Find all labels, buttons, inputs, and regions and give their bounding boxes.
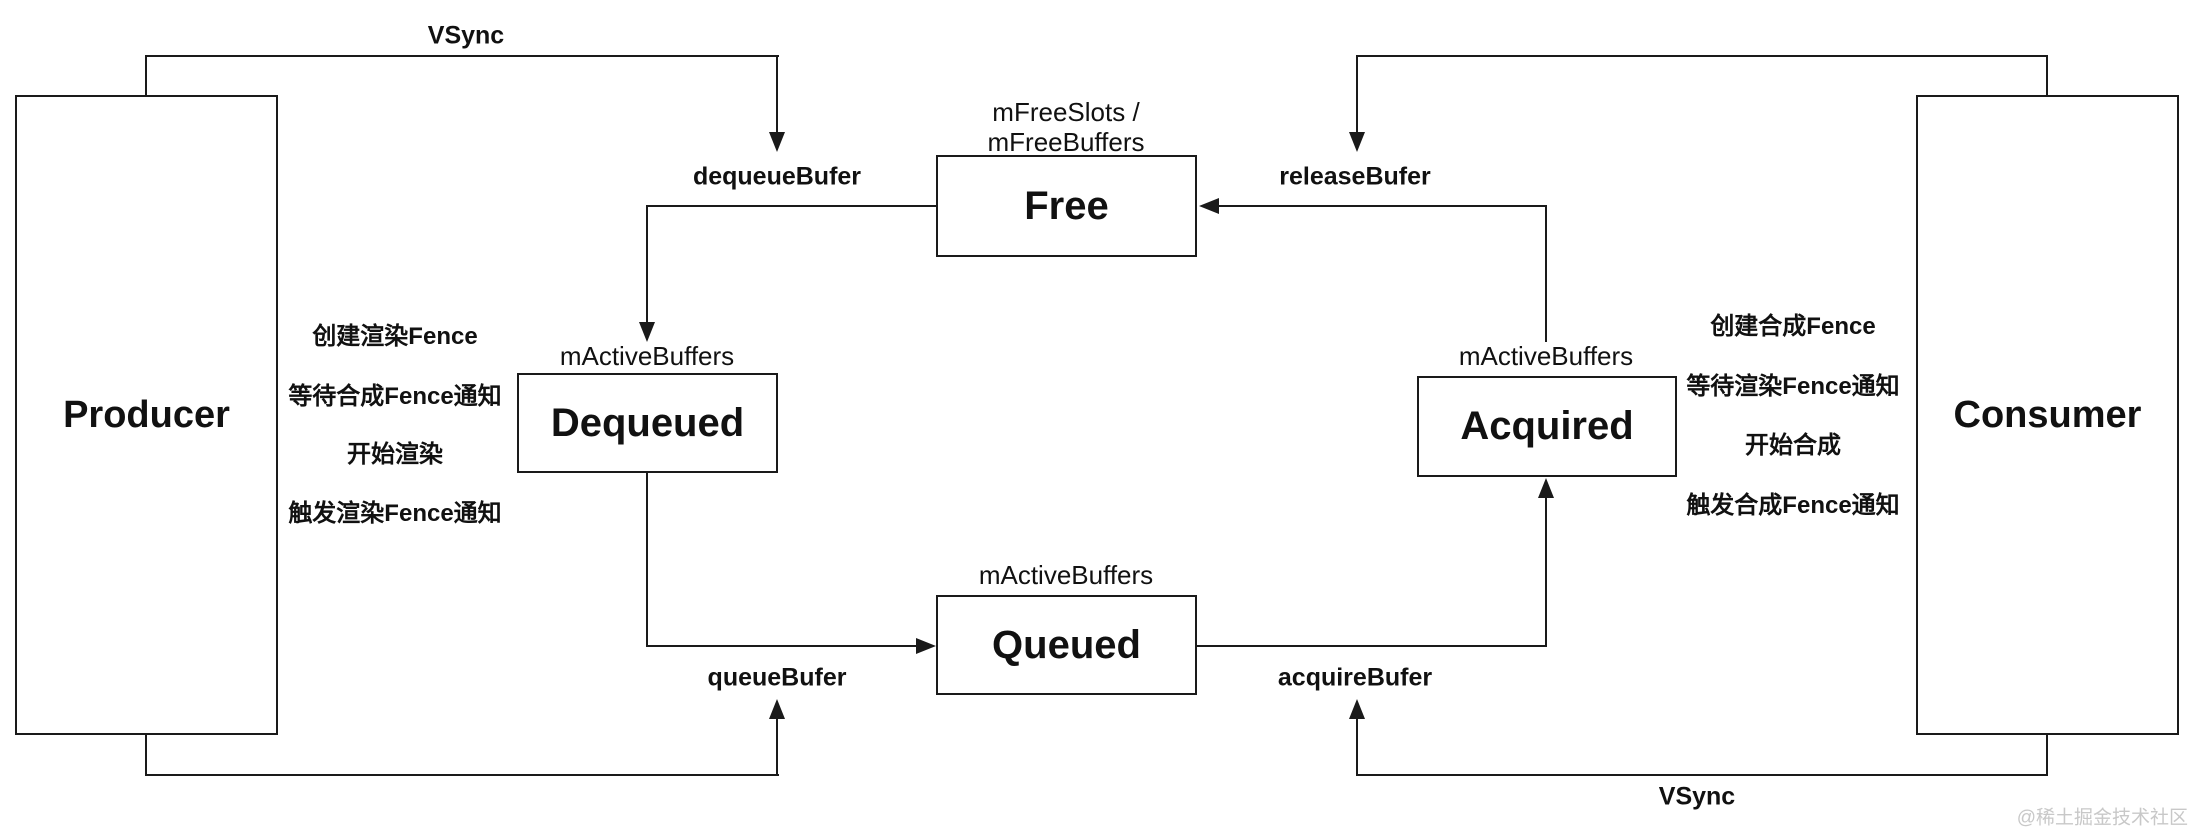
- producer-step: 创建渲染Fence: [312, 323, 478, 351]
- state-box-queued: Queued: [936, 595, 1197, 695]
- state-box-acquired: Acquired: [1417, 376, 1677, 477]
- edge-producer-bottom-segment: [776, 719, 778, 775]
- acquirebufer-label: acquireBufer: [1277, 663, 1433, 692]
- vsync-top-label: VSync: [427, 21, 505, 50]
- edge-acquired-to-free-segment: [1219, 205, 1547, 207]
- queuebufer-label: queueBufer: [707, 663, 847, 692]
- queued-caption: mActiveBuffers: [978, 560, 1154, 591]
- edge-vsync-top-left-segment: [145, 56, 147, 95]
- releasebufer-label: releaseBufer: [1279, 162, 1431, 191]
- arrowhead-up-acquirebufer: [1349, 699, 1365, 719]
- edge-acquired-to-free-segment: [1545, 206, 1547, 342]
- edge-consumer-top-segment: [2046, 56, 2048, 95]
- watermark: @稀土掘金技术社区: [2016, 807, 2188, 829]
- consumer-step: 创建合成Fence: [1710, 313, 1876, 341]
- edge-dequeued-to-queued-segment: [646, 473, 648, 647]
- consumer-step: 开始合成: [1745, 432, 1841, 460]
- edge-producer-bottom-segment: [145, 774, 779, 776]
- state-label-free: Free: [1024, 183, 1109, 228]
- arrowhead-right-to-queued: [916, 638, 936, 654]
- acquired-caption: mActiveBuffers: [1458, 341, 1634, 372]
- arrowhead-up-to-acquired: [1538, 478, 1554, 498]
- free-caption-line1: mFreeSlots /: [992, 97, 1140, 127]
- dequeuebufer-label: dequeueBufer: [692, 162, 862, 191]
- arrowhead-down-releasebufer: [1349, 132, 1365, 152]
- edge-queued-to-acquired-segment: [1545, 498, 1547, 647]
- edge-queued-to-acquired-segment: [1197, 645, 1547, 647]
- edge-free-to-dequeued-segment: [646, 206, 648, 324]
- producer-label: Producer: [63, 393, 230, 436]
- arrowhead-left-to-free: [1199, 198, 1219, 214]
- state-label-acquired: Acquired: [1460, 404, 1634, 448]
- arrowhead-down-dequeuebufer: [769, 132, 785, 152]
- vsync-bottom-label: VSync: [1658, 782, 1736, 811]
- edge-vsync-bottom-right-segment: [1356, 719, 1358, 775]
- arrowhead-up-queuebufer: [769, 699, 785, 719]
- consumer-box: Consumer: [1916, 95, 2179, 735]
- producer-step: 开始渲染: [347, 441, 443, 469]
- free-caption: mFreeSlots / mFreeBuffers: [987, 97, 1144, 157]
- consumer-step: 等待渲染Fence通知: [1686, 373, 1900, 401]
- edge-vsync-bottom-right-segment: [2046, 735, 2048, 776]
- state-box-free: Free: [936, 155, 1197, 257]
- state-box-dequeued: Dequeued: [517, 373, 778, 473]
- producer-step: 触发渲染Fence通知: [288, 500, 502, 528]
- producer-step: 等待合成Fence通知: [288, 383, 502, 411]
- free-caption-line2: mFreeBuffers: [987, 127, 1145, 157]
- edge-vsync-bottom-right-segment: [1356, 774, 2048, 776]
- edge-vsync-top-left-segment: [145, 55, 779, 57]
- state-label-dequeued: Dequeued: [550, 400, 745, 445]
- dequeued-caption: mActiveBuffers: [559, 341, 735, 372]
- edge-dequeued-to-queued-segment: [646, 645, 918, 647]
- consumer-label: Consumer: [1953, 393, 2142, 436]
- state-label-queued: Queued: [992, 622, 1141, 667]
- arrowhead-down-to-dequeued: [639, 322, 655, 342]
- edge-vsync-top-left-segment: [776, 56, 778, 134]
- edge-consumer-top-segment: [1356, 55, 2048, 57]
- edge-consumer-top-segment: [1356, 56, 1358, 134]
- producer-box: Producer: [15, 95, 278, 735]
- edge-producer-bottom-segment: [145, 735, 147, 776]
- edge-free-to-dequeued-segment: [646, 205, 937, 207]
- consumer-step: 触发合成Fence通知: [1686, 492, 1900, 520]
